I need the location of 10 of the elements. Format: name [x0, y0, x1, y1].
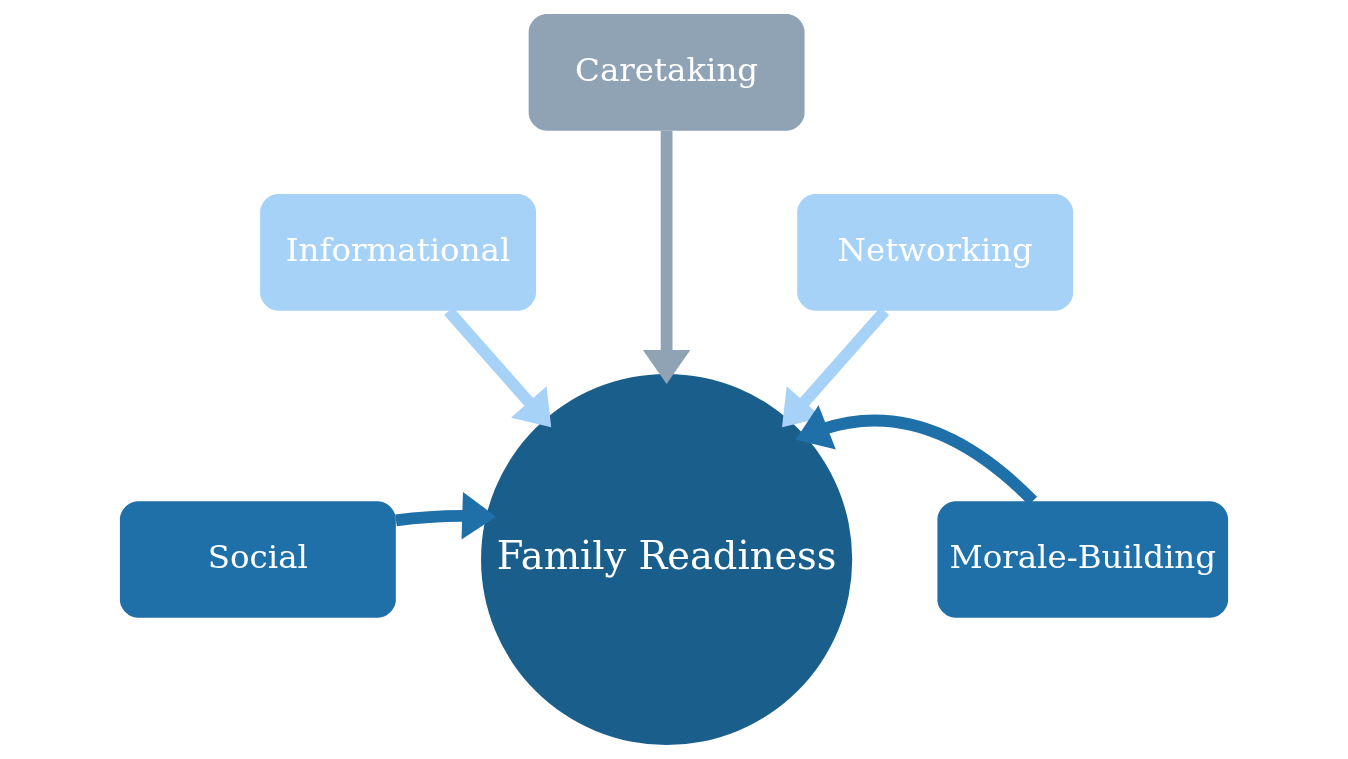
node-box: Caretaking [528, 14, 805, 131]
node-box: Networking [797, 194, 1074, 311]
node-box: Informational [260, 194, 537, 311]
node-box: Morale-Building [937, 501, 1229, 618]
node-circle: Family Readiness [481, 373, 853, 746]
arrow [444, 307, 552, 428]
node-box: Social [119, 501, 396, 618]
arrow [642, 130, 691, 384]
arrow [782, 307, 890, 428]
arrow [395, 491, 497, 540]
